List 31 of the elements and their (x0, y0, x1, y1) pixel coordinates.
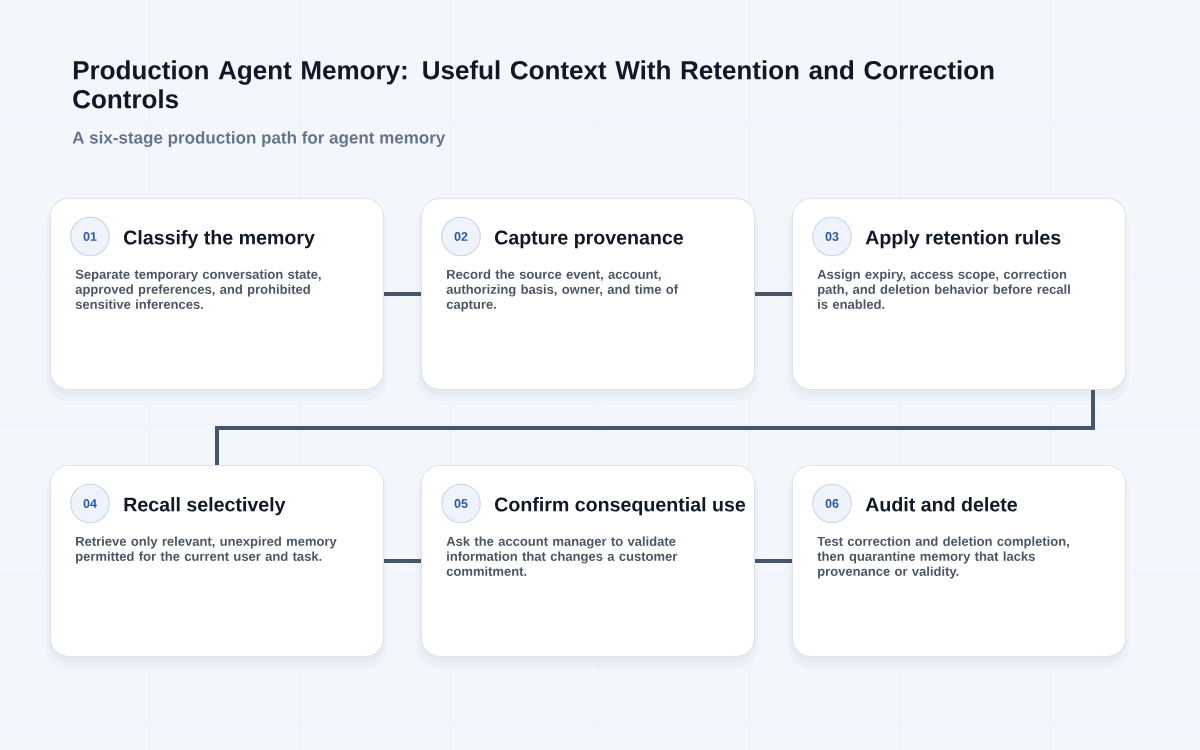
connector-line (755, 559, 792, 563)
stage-description: Retrieve only relevant, unexpired memory permitted for the current user and task. (76, 536, 337, 564)
stage-description: Separate temporary conversation state, approved preferences, and prohibited sensitive inferences. (75, 269, 321, 309)
step-number-badge: 04 (70, 483, 110, 524)
step-number-badge: 05 (441, 483, 481, 524)
stage-description: Test correction and deletion completion, then quarantine memory that lacks provenance or validity. (817, 536, 1069, 579)
stage-title: Recall selectively (124, 497, 286, 516)
stage-card (46, 198, 387, 401)
stage-title: Confirm consequential use (495, 497, 746, 516)
connector-line (384, 559, 421, 563)
stage-description: Ask the account manager to validate information that changes a customer commitment. (446, 536, 678, 576)
stage-title: Classify the memory (124, 230, 315, 249)
page-title: Production Agent Memory: Useful Context With Retention and Correction Controls (73, 60, 994, 109)
stage-title: Capture provenance (495, 230, 684, 249)
subtitle: A six-stage production path for agent memory (72, 131, 446, 148)
connector-line (755, 292, 792, 296)
stage-card (46, 465, 387, 668)
step-number-badge: 06 (812, 483, 852, 524)
step-number-badge: 02 (441, 216, 481, 257)
step-number-badge: 03 (812, 216, 852, 257)
stage-card (788, 198, 1129, 401)
stage-card (417, 465, 758, 668)
connector-line (215, 390, 1095, 465)
stage-title: Apply retention rules (865, 230, 1061, 249)
stage-card (417, 198, 758, 401)
connector-line (384, 292, 421, 296)
stage-description: Record the source event, account, authorizing basis, owner, and time of capture. (446, 269, 679, 312)
stage-title: Audit and delete (865, 497, 1017, 512)
step-number-badge: 01 (70, 216, 110, 257)
stage-description: Assign expiry, access scope, correction path, and deletion behavior before recall is enabled. (817, 269, 1070, 309)
stage-card (788, 465, 1129, 668)
